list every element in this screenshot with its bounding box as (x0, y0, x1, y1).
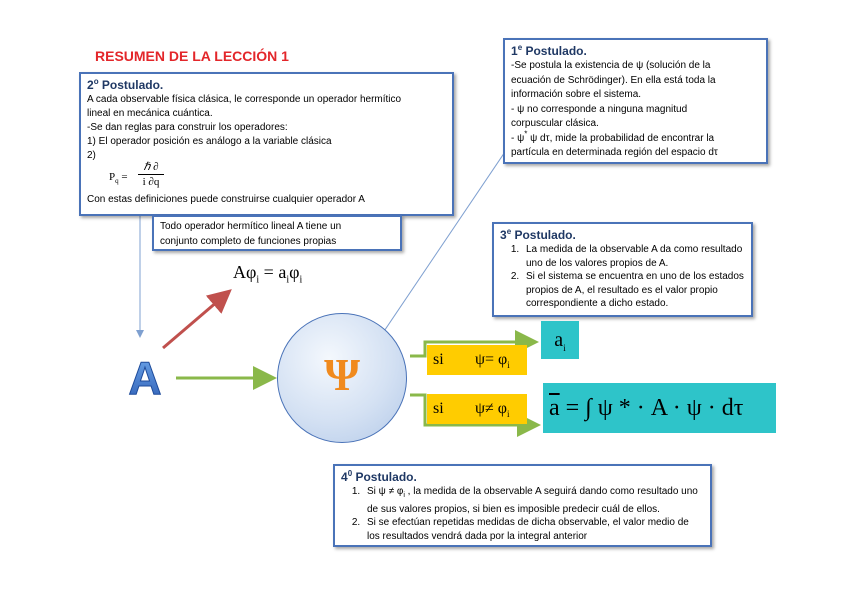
arrow-psi-to-result1 (410, 330, 539, 358)
condition-equal-box: si ψ= φi (427, 345, 527, 375)
postulado-2-line-4: 1) El operador posición es análogo a la … (87, 136, 332, 147)
postulado-1-box: 1e Postulado. -Se postula la existencia … (503, 38, 768, 164)
postulado-3-list: La medida de la observable A da como res… (500, 243, 745, 311)
postulado-2-header: 2o Postulado. (87, 77, 164, 93)
list-item: Si se efectúan repetidas medidas de dich… (363, 516, 704, 543)
postulado-2-line-3: -Se dan reglas para construir los operad… (87, 122, 288, 133)
postulado-2-line-2: lineal en mecánica cuántica. (87, 108, 213, 119)
momentum-operator-formula: Pq = ℏ ∂ i ∂q (109, 161, 446, 193)
postulado-4-box: 40 Postulado. Si ψ ≠ φi , la medida de l… (333, 464, 712, 547)
condition-unequal-box: si ψ≠ φi (427, 394, 527, 424)
postulado-2-line-5: 2) (87, 150, 96, 161)
psi-circle: Ψ (277, 313, 407, 443)
postulado-4-list: Si ψ ≠ φi , la medida de la observable A… (341, 485, 704, 543)
svg-text:A: A (128, 352, 161, 400)
postulado-2-line-6: Con estas definiciones puede construirse… (87, 194, 365, 205)
result-eigenvalue-box: ai (541, 321, 579, 359)
list-item: Si el sistema se encuentra en uno de los… (522, 270, 745, 311)
arrow-p1-to-psi (368, 139, 514, 354)
eigen-equation: Aφi = aiφi (233, 262, 303, 286)
list-item: Si ψ ≠ φi , la medida de la observable A… (363, 485, 704, 516)
result-average-box: a = ∫ ψ * · A · ψ · dτ (543, 383, 776, 433)
arrow-psi-to-result2 (410, 393, 541, 437)
list-item: La medida de la observable A da como res… (522, 243, 745, 270)
postulado-4-header: 40 Postulado. (341, 469, 417, 485)
postulado-2-box: 2o Postulado. A cada observable física c… (79, 72, 454, 216)
page-title: RESUMEN DE LA LECCIÓN 1 (95, 48, 289, 64)
postulado-3-box: 3e Postulado. La medida de la observable… (492, 222, 753, 317)
hermitico-box: Todo operador hermítico lineal A tiene u… (152, 215, 402, 251)
operator-A-letter: A (128, 352, 162, 400)
arrow-A-to-eigen (162, 289, 232, 350)
postulado-2-line-1: A cada observable física clásica, le cor… (87, 94, 402, 105)
postulado-1-header: 1e Postulado. (511, 43, 587, 59)
psi-symbol: Ψ (324, 349, 360, 400)
postulado-3-header: 3e Postulado. (500, 227, 576, 243)
